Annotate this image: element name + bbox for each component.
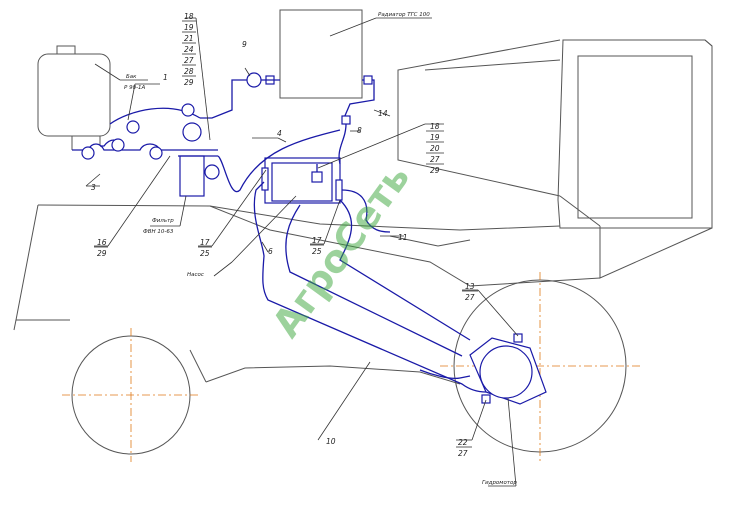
stack-left-1: 19 [184,23,194,32]
radiator [279,9,363,99]
callout-stack-left: 18 19 21 24 27 28 29 [182,12,196,87]
tank [37,45,111,150]
callout-9: 9 [242,40,247,49]
stack-left-0: 18 [184,12,194,21]
hydromotor [469,333,547,405]
stack-right-2: 20 [430,144,440,153]
callout-14: 14 [378,109,388,118]
f22-top: 22 [458,438,468,447]
callout-fraction-16-29: 16 29 [94,238,108,258]
f17a-top: 17 [200,238,210,247]
stack-right-0: 18 [430,122,440,131]
callout-numbers: 1 3 4 6 8 9 10 11 14 [91,40,408,446]
callout-10: 10 [326,437,336,446]
f17b-top: 17 [312,236,322,245]
callout-fraction-13-27: 13 27 [462,282,478,302]
stack-right-3: 27 [430,155,440,164]
hose-lines [72,72,487,393]
callout-3: 3 [91,183,96,192]
stack-left-4: 27 [184,56,194,65]
callout-11: 11 [398,233,408,242]
f17a-bottom: 25 [200,249,210,258]
f13-top: 13 [465,282,475,291]
stack-left-6: 29 [184,78,194,87]
pump [261,157,343,204]
stack-right-4: 29 [430,166,440,175]
f13-bottom: 27 [465,293,475,302]
stack-left-5: 28 [184,67,194,76]
tank-label-name: Бак [126,74,137,80]
filter-label-model: ФВН 10-63 [143,229,174,235]
callout-fraction-17-25-b: 17 25 [310,236,324,256]
component-labels: Радиатор ТГС 100 Бак Р 90-1А Фильтр ФВН … [124,12,517,486]
leader-lines [85,17,519,487]
callout-fraction-22-27: 22 27 [456,438,472,458]
pump-label: Насос [187,272,204,278]
machine-outline [13,39,713,385]
stack-left-3: 24 [184,45,194,54]
filter [178,149,218,197]
f22-bottom: 27 [458,449,468,458]
callout-8: 8 [357,126,362,135]
stack-left-2: 21 [184,34,194,43]
callout-1: 1 [163,73,168,82]
callout-6: 6 [268,247,273,256]
stack-right-1: 19 [430,133,440,142]
radiator-label: Радиатор ТГС 100 [378,12,430,18]
f17b-bottom: 25 [312,247,322,256]
filter-label-name: Фильтр [152,218,174,224]
front-wheel [62,328,200,462]
tank-label-model: Р 90-1А [124,85,146,91]
callout-4: 4 [277,129,282,138]
hydromotor-label: Гидромотор [482,480,517,486]
f16-bottom: 29 [97,249,107,258]
rear-wheel [440,272,640,462]
f16-top: 16 [97,238,107,247]
callout-stack-right: 18 19 20 27 29 [426,122,444,175]
callout-fraction-17-25-a: 17 25 [198,238,212,258]
